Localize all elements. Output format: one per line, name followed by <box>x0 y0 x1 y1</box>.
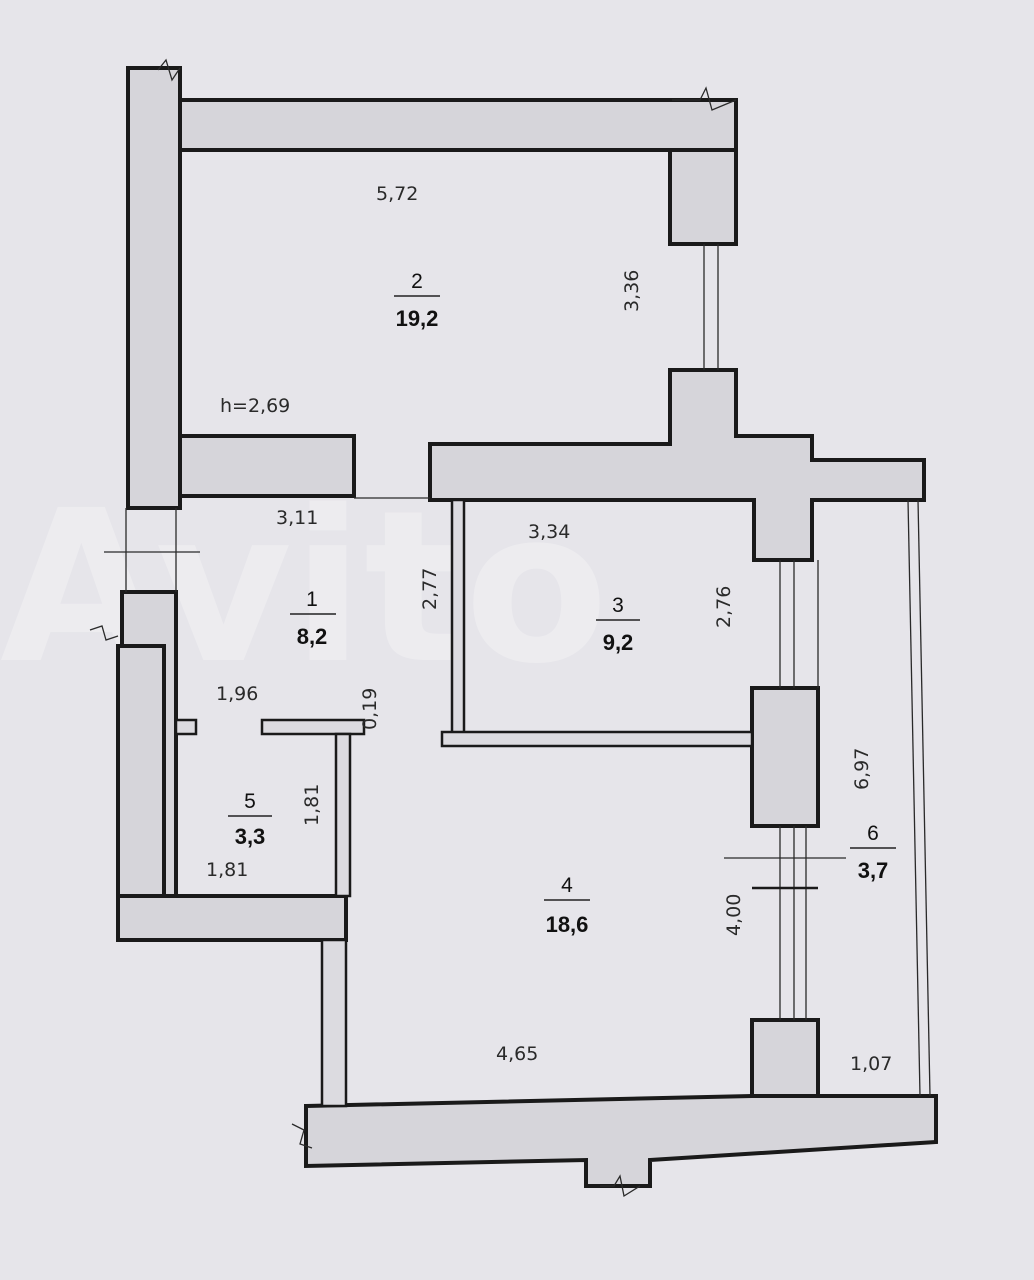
room-area: 3,3 <box>235 824 266 849</box>
dimension-label: 1,81 <box>301 784 323 826</box>
dimension-label: 1,81 <box>206 859 248 881</box>
ceiling-height: h=2,69 <box>220 395 290 417</box>
dimension-label: 3,36 <box>621 270 643 312</box>
room-area: 3,7 <box>858 858 889 883</box>
room-2-label: 2 19,2 <box>394 270 440 331</box>
dimension-label: 2,77 <box>419 568 441 610</box>
room-number: 4 <box>561 874 573 897</box>
dimension-label: 6,97 <box>851 748 873 790</box>
room-1-label: 1 8,2 <box>290 588 336 649</box>
walls <box>116 66 938 1188</box>
room-number: 3 <box>612 594 624 617</box>
room-area: 18,6 <box>546 912 589 937</box>
dimension-label: 0,19 <box>359 688 381 730</box>
dimension-label: 5,72 <box>376 183 418 205</box>
dimension-label: 1,96 <box>216 683 258 705</box>
room-number: 2 <box>411 270 423 293</box>
room-area: 8,2 <box>297 624 328 649</box>
partitions <box>174 498 754 1108</box>
room-area: 19,2 <box>396 306 439 331</box>
dimension-label: 4,00 <box>723 894 745 936</box>
dimensions: 5,72 3,36 h=2,69 3,11 2,77 1,96 0,19 3,3… <box>206 183 892 1075</box>
room-6-label: 6 3,7 <box>850 822 896 883</box>
room-4-label: 4 18,6 <box>544 874 590 937</box>
dimension-label: 2,76 <box>713 586 735 628</box>
dimension-label: 3,11 <box>276 507 318 529</box>
openings <box>89 58 931 1198</box>
room-3-label: 3 9,2 <box>596 594 640 655</box>
room-number: 5 <box>244 790 256 813</box>
room-number: 1 <box>306 588 318 611</box>
room-area: 9,2 <box>603 630 634 655</box>
room-5-label: 5 3,3 <box>228 790 272 849</box>
room-number: 6 <box>867 822 879 845</box>
dimension-label: 1,07 <box>850 1053 892 1075</box>
dimension-label: 3,34 <box>528 521 570 543</box>
dimension-label: 4,65 <box>496 1043 538 1065</box>
watermark: Avito <box>0 465 609 710</box>
